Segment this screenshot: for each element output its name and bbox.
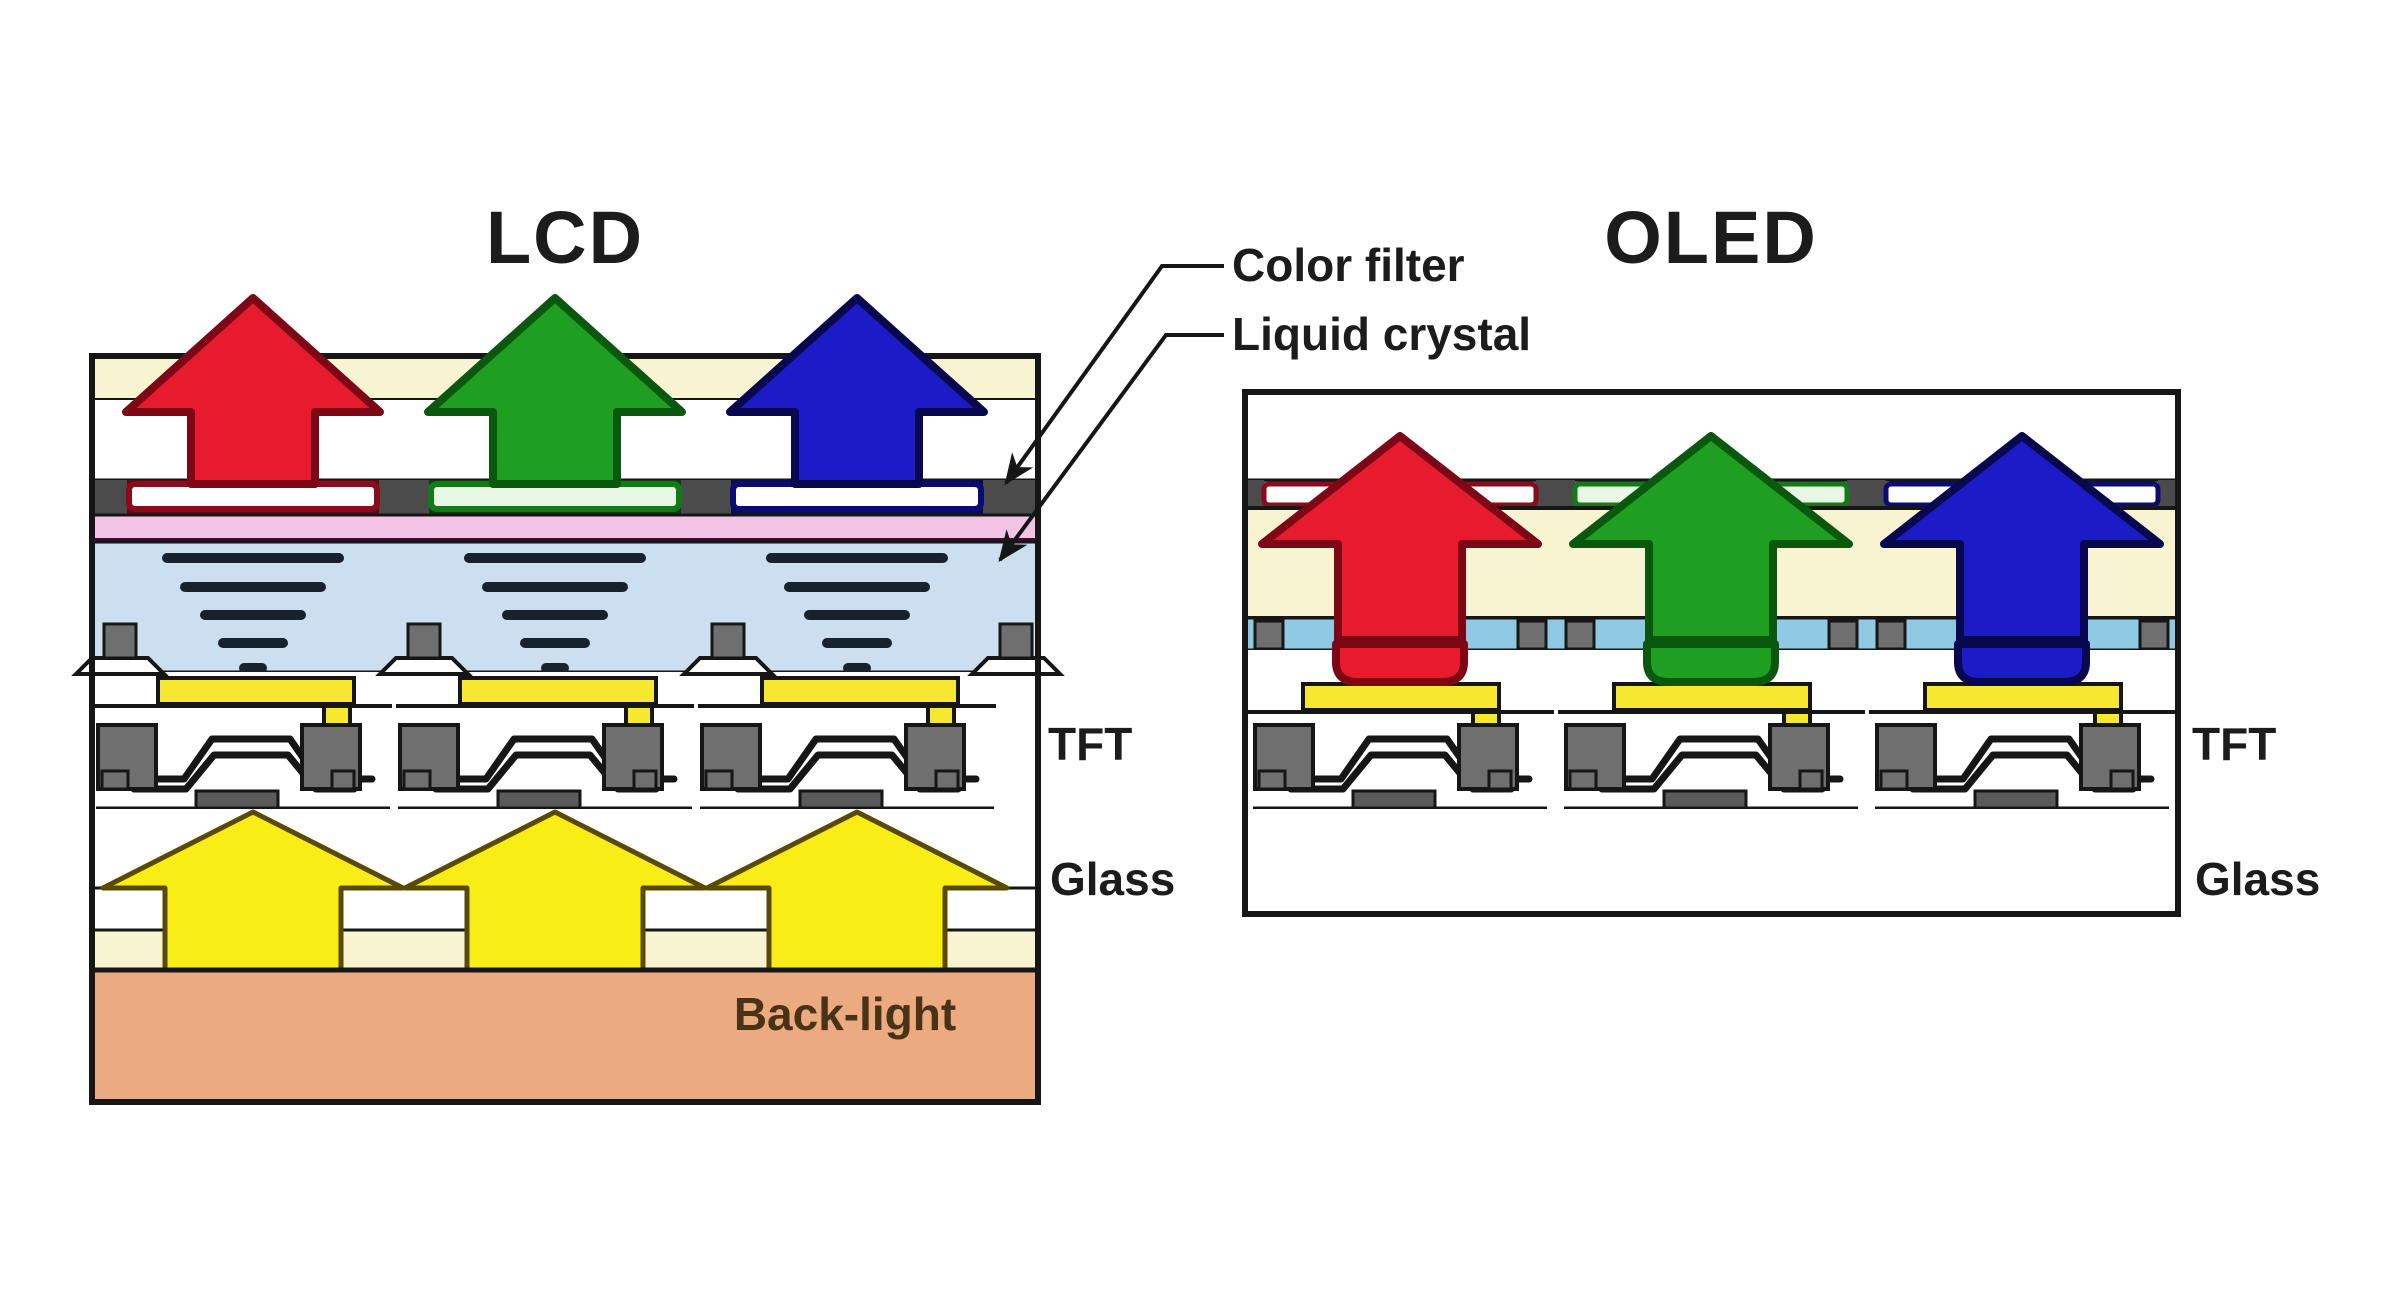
oled-spacer-post	[1827, 619, 1859, 651]
oled-spacer-post	[1875, 619, 1907, 651]
callout-leaders	[998, 264, 1224, 563]
color-filter-label: Color filter	[1232, 239, 1465, 291]
liquid-crystal-leader-line	[998, 333, 1224, 563]
oled-spacer-post	[1564, 619, 1596, 651]
lcd-title: LCD	[486, 196, 644, 279]
oled-panel	[1242, 389, 2181, 917]
color-filter-leader-line	[1004, 264, 1224, 486]
oled-tft-label: TFT	[2192, 718, 2276, 770]
liquid-crystal-label: Liquid crystal	[1232, 308, 1531, 360]
backlight-label: Back-light	[734, 988, 956, 1040]
oled-title: OLED	[1604, 196, 1818, 279]
lcd-panel	[74, 298, 1062, 1105]
lcd-liquid-crystal-layer	[90, 540, 1040, 674]
lcd-glass-label: Glass	[1050, 853, 1175, 905]
oled-spacer-post	[1516, 619, 1548, 651]
oled-spacer-post	[1253, 619, 1285, 651]
lcd-tft-label: TFT	[1048, 718, 1132, 770]
oled-glass-label: Glass	[2195, 853, 2320, 905]
oled-glass-layer	[1245, 809, 2178, 914]
lcd-pink-electrode-layer	[90, 513, 1040, 544]
oled-spacer-post	[2138, 619, 2170, 651]
oled-panel-border	[1242, 389, 2181, 917]
